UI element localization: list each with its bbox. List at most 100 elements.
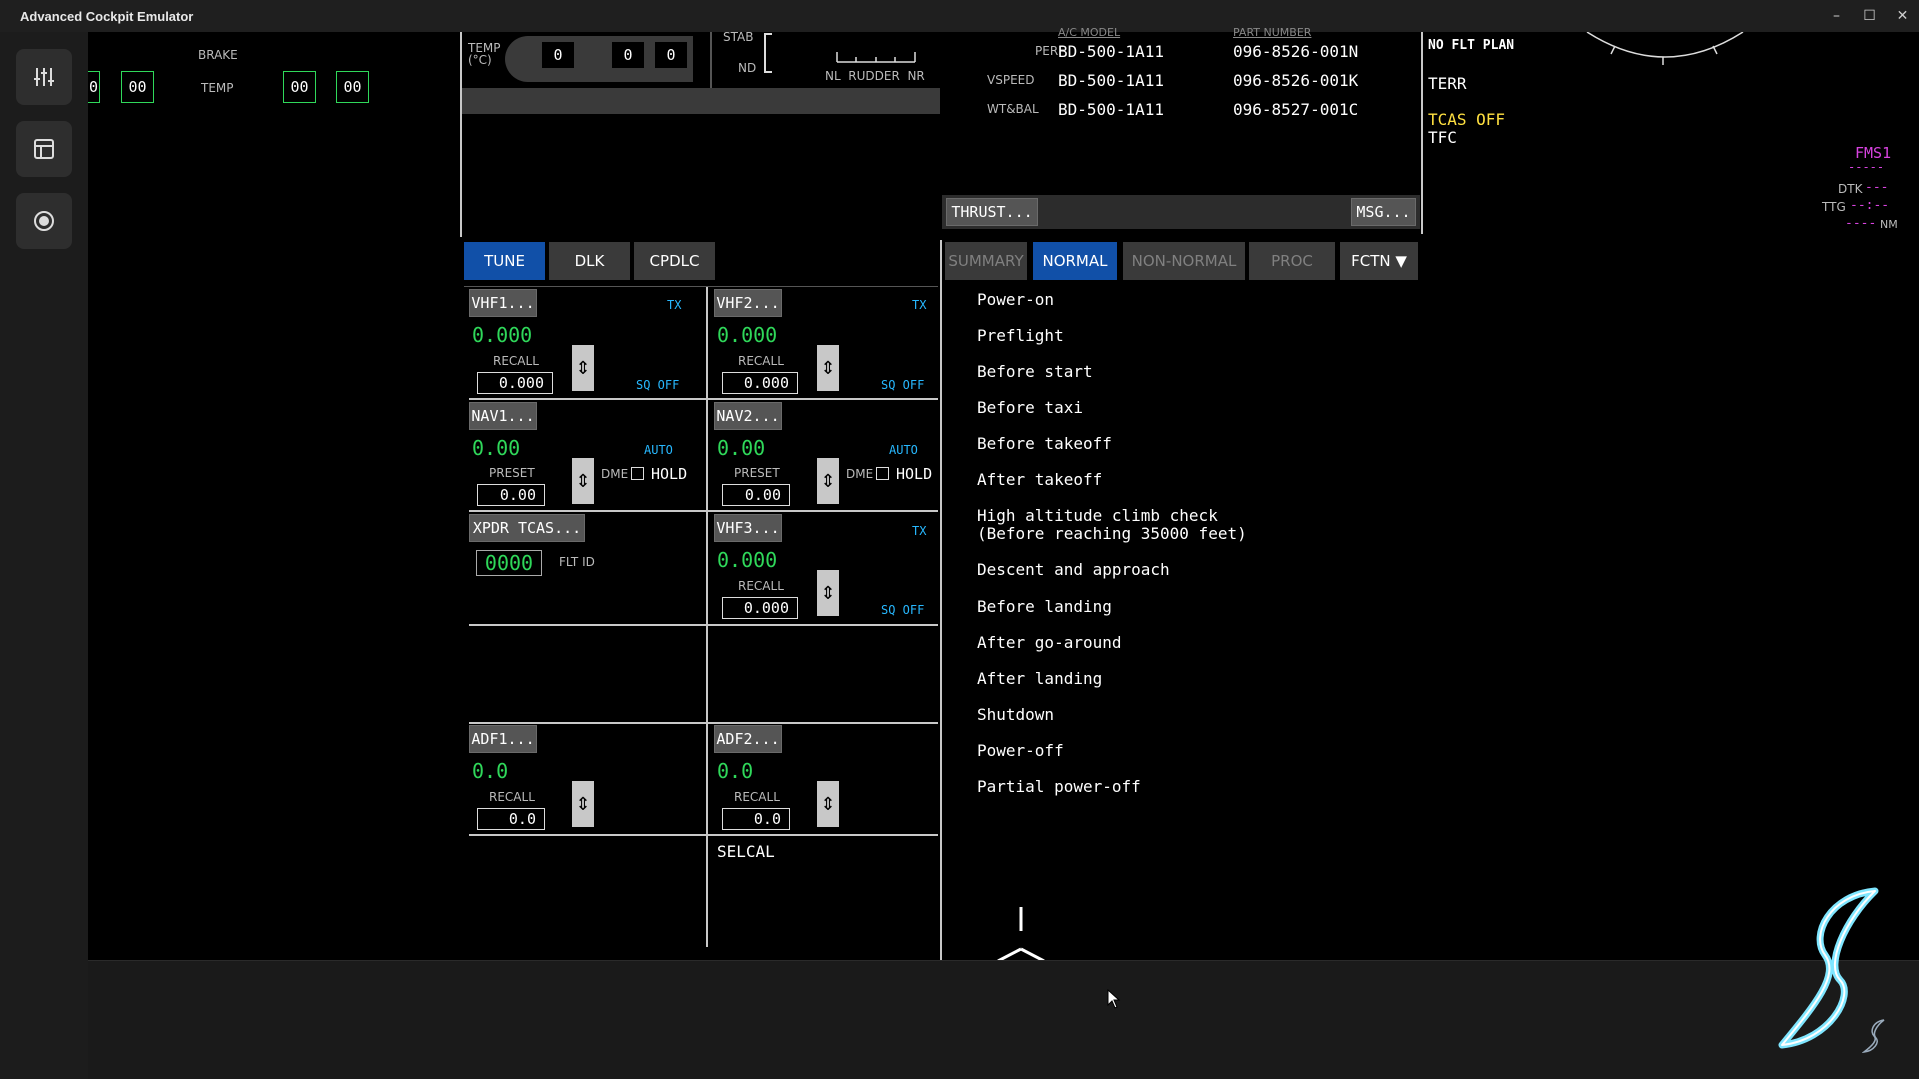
nav1-freq[interactable]: 0.00 [472, 436, 521, 460]
checklist-item[interactable]: Before taxi [977, 398, 1083, 417]
checklist-item[interactable]: After takeoff [977, 470, 1103, 489]
engine-temp-value: 0 [542, 42, 574, 68]
panel-divider [710, 32, 712, 88]
fms-label: FMS1 [1855, 144, 1892, 162]
vhf3-freq[interactable]: 0.000 [717, 548, 778, 572]
window-title: Advanced Cockpit Emulator [20, 8, 194, 24]
adf1-freq[interactable]: 0.0 [472, 759, 509, 783]
tab-normal[interactable]: NORMAL [1033, 242, 1117, 280]
parts-row-name: VSPEED [987, 73, 1035, 87]
tab-cpdlc[interactable]: CPDLC [634, 242, 715, 280]
tfc-label: TFC [1428, 128, 1457, 147]
rail-sliders-button[interactable] [16, 49, 72, 105]
brake-temp-value: 00 [283, 71, 316, 103]
tab-tune[interactable]: TUNE [464, 242, 545, 280]
nav1-hold-checkbox[interactable] [631, 467, 644, 480]
xpdr-code[interactable]: 0000 [476, 550, 542, 576]
checklist-item[interactable]: Before takeoff [977, 434, 1112, 453]
vhf2-sq[interactable]: SQ OFF [881, 378, 925, 392]
radio-grid-hline [469, 834, 938, 836]
layout-icon [34, 139, 54, 159]
checklist-item[interactable]: High altitude climb check (Before reachi… [977, 506, 1247, 543]
minimize-button[interactable]: – [1833, 8, 1840, 24]
checklist-item[interactable]: Before start [977, 362, 1093, 381]
rudder-scale [836, 52, 916, 63]
rail-layout-button[interactable] [16, 121, 72, 177]
nav2-swap-arrow[interactable]: ⇕ [817, 458, 839, 504]
thrust-button[interactable]: THRUST... [946, 198, 1038, 226]
checklist-item[interactable]: Preflight [977, 326, 1064, 345]
panel-divider [460, 32, 462, 237]
checklist-item[interactable]: Power-off [977, 741, 1064, 760]
tab-summary[interactable]: SUMMARY [945, 242, 1027, 280]
adf2-swap-arrow[interactable]: ⇕ [817, 781, 839, 827]
vhf1-sq[interactable]: SQ OFF [636, 378, 680, 392]
vhf2-button[interactable]: VHF2... [714, 289, 782, 317]
left-rail [0, 32, 88, 1079]
checklist-item[interactable]: After landing [977, 669, 1103, 688]
flt-id-label[interactable]: FLT ID [559, 555, 595, 569]
vhf2-freq[interactable]: 0.000 [717, 323, 778, 347]
parts-row-part: 096-8526-001K [1233, 71, 1359, 90]
vhf1-freq[interactable]: 0.000 [472, 323, 533, 347]
adf1-button[interactable]: ADF1... [469, 725, 537, 753]
adf1-swap-arrow[interactable]: ⇕ [572, 781, 594, 827]
nav1-preset-field[interactable]: 0.00 [477, 484, 545, 506]
vhf1-recall-label: RECALL [493, 354, 539, 368]
engine-temp-value: 0 [655, 42, 687, 68]
checklist-item[interactable]: Shutdown [977, 705, 1055, 724]
ttg-value: --:-- [1850, 198, 1890, 213]
parts-row-name: WT&BAL [987, 102, 1039, 116]
vhf2-swap-arrow[interactable]: ⇕ [817, 345, 839, 391]
tab-fctn-dropdown[interactable]: FCTN ▼ [1340, 242, 1418, 280]
checklist-item[interactable]: Power-on [977, 290, 1055, 309]
brake-temp-label: TEMP [201, 81, 234, 95]
nm-value: ---- [1845, 216, 1877, 231]
window-titlebar: Advanced Cockpit Emulator – ☐ ✕ [0, 0, 1919, 32]
nav2-freq[interactable]: 0.00 [717, 436, 766, 460]
compass-arc [1586, 32, 1744, 65]
tab-proc[interactable]: PROC [1249, 242, 1335, 280]
nav2-auto[interactable]: AUTO [889, 443, 918, 457]
nav1-swap-arrow[interactable]: ⇕ [572, 458, 594, 504]
msg-button[interactable]: MSG... [1351, 198, 1416, 226]
nav2-button[interactable]: NAV2... [714, 402, 782, 430]
brake-temp-value: 00 [121, 71, 154, 103]
dtk-value: --- [1865, 180, 1889, 195]
tab-dlk[interactable]: DLK [549, 242, 630, 280]
tab-non-normal[interactable]: NON-NORMAL [1123, 242, 1245, 280]
vhf3-button[interactable]: VHF3... [714, 514, 782, 542]
nav1-button[interactable]: NAV1... [469, 402, 537, 430]
aircraft-symbol-icon [997, 907, 1045, 961]
bottom-bar [88, 960, 1919, 1079]
maximize-button[interactable]: ☐ [1863, 8, 1876, 24]
adf2-recall-field[interactable]: 0.0 [722, 808, 790, 830]
checklist-item[interactable]: Descent and approach [977, 560, 1170, 579]
adf2-freq[interactable]: 0.0 [717, 759, 754, 783]
vhf3-sq[interactable]: SQ OFF [881, 603, 925, 617]
checklist-item[interactable]: Before landing [977, 597, 1112, 616]
brake-temp-value: 0 [88, 71, 100, 103]
checklist-item[interactable]: Partial power-off [977, 777, 1141, 796]
parts-row-name: PERF [1035, 44, 1066, 58]
selcal-label[interactable]: SELCAL [717, 842, 775, 861]
checklist-item[interactable]: After go-around [977, 633, 1122, 652]
close-button[interactable]: ✕ [1896, 8, 1909, 24]
nav1-auto[interactable]: AUTO [644, 443, 673, 457]
vhf1-button[interactable]: VHF1... [469, 289, 537, 317]
adf1-recall-field[interactable]: 0.0 [477, 808, 545, 830]
app-logo-icon [1778, 887, 1879, 1049]
brake-label: BRAKE [198, 48, 238, 62]
radio-divider [464, 286, 938, 287]
vhf1-recall-field[interactable]: 0.000 [477, 372, 553, 394]
vhf3-recall-field[interactable]: 0.000 [722, 597, 798, 619]
vhf2-recall-field[interactable]: 0.000 [722, 372, 798, 394]
vhf1-swap-arrow[interactable]: ⇕ [572, 345, 594, 391]
panel-divider [940, 240, 942, 960]
vhf3-swap-arrow[interactable]: ⇕ [817, 570, 839, 616]
adf2-button[interactable]: ADF2... [714, 725, 782, 753]
rail-record-button[interactable] [16, 193, 72, 249]
nav2-preset-field[interactable]: 0.00 [722, 484, 790, 506]
nav2-hold-checkbox[interactable] [876, 467, 889, 480]
xpdr-tcas-button[interactable]: XPDR TCAS... [469, 514, 585, 542]
